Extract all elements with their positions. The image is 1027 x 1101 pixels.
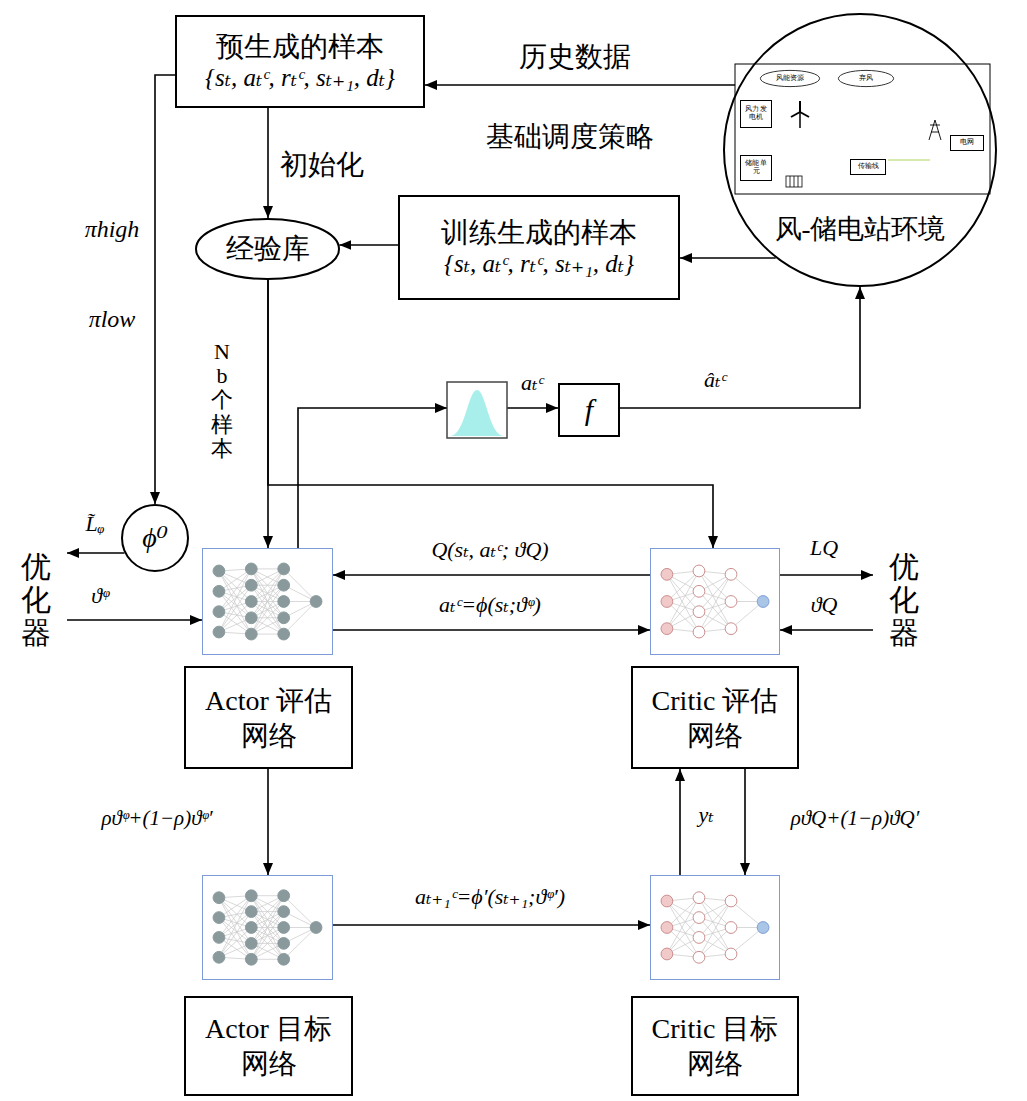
edge-label: Q(sₜ, aₜᶜ; ϑQ) [429, 537, 550, 562]
network-icon [651, 876, 779, 979]
node-label: 风能资源 [776, 75, 804, 83]
network-box: Actor 评估网络 [202, 548, 333, 655]
node-label: 电网 [960, 139, 974, 147]
node-label: 传输线 [858, 163, 879, 171]
connector-arrow [425, 84, 739, 86]
connector-arrow [744, 769, 746, 875]
note-label: 基础调度策略 [484, 121, 656, 153]
connector-arrow [267, 108, 269, 218]
node-label: Actor 评估网络 [184, 666, 353, 769]
node-label: 优化器 [889, 550, 919, 649]
sample-box: 预生成的样本{sₜ, aₜᶜ, rₜᶜ, sₜ₊₁, dₜ} [175, 15, 425, 108]
edge-label: âₜᶜ [702, 367, 728, 392]
edge-label: aₜ₊₁ᶜ=ϕ′(sₜ₊₁;ϑᵠ′) [413, 884, 567, 909]
edge-label: ρϑQ+(1−ρ)ϑQ′ [789, 806, 922, 830]
curtail-ellipse: 弃风 [838, 70, 894, 87]
connector-arrow [298, 408, 558, 548]
node-label: Actor 目标网络 [184, 996, 353, 1096]
node-label: 训练生成的样本 [441, 216, 637, 250]
windmill-symbol [791, 101, 809, 128]
sample-box: 训练生成的样本{sₜ, aₜᶜ, rₜᶜ, sₜ₊₁, dₜ} [398, 195, 680, 300]
init-circle: ϕ⁰ [121, 504, 189, 572]
network-box: Critic 目标网络 [650, 875, 780, 980]
edge-label: Nb个样本 [209, 340, 235, 461]
note-label: πhigh [83, 216, 142, 244]
resource-ellipse: 风能资源 [760, 70, 820, 87]
network-icon [203, 876, 332, 979]
connector-arrow [268, 280, 713, 548]
formula-text: {sₜ, aₜᶜ, rₜᶜ, sₜ₊₁, dₜ} [444, 249, 634, 279]
connector-arrow [267, 769, 269, 875]
inset-panel [735, 64, 990, 194]
node-label: 风-储电站环境 [775, 213, 946, 245]
turbine-box: 风力 发电机 [740, 100, 772, 128]
connector-arrow [780, 629, 873, 631]
node-label: 储能 单元 [742, 160, 770, 175]
edge-label: aₜᶜ=ϕ(sₜ;ϑᵠ) [437, 592, 543, 617]
storage-box: 储能 单元 [740, 155, 772, 181]
edge-label: ϑᵠ [89, 583, 111, 608]
node-label: ϕ⁰ [142, 521, 168, 555]
network-icon [651, 549, 779, 654]
node-label: 弃风 [859, 75, 873, 83]
wire-line [888, 160, 930, 161]
edge-label: 初始化 [278, 149, 366, 181]
connector-arrow [333, 924, 650, 926]
connector-arrow [333, 629, 650, 631]
line-box: 传输线 [850, 159, 886, 175]
connector-arrow [333, 574, 650, 576]
grid-box: 电网 [950, 135, 984, 151]
note-label: πlow [87, 306, 138, 334]
connector-arrow [67, 619, 202, 621]
connector-arrow [67, 552, 124, 554]
gaussian-block [435, 382, 507, 438]
optimizer-box: 优化器 [873, 488, 935, 710]
network-box: Critic 评估网络 [650, 548, 780, 655]
function-box: f [558, 383, 620, 437]
connector-arrow [339, 244, 398, 246]
edge-label: LQ [808, 535, 840, 560]
node-label: Critic 评估网络 [631, 666, 799, 769]
node-label: 预生成的样本 [216, 30, 384, 64]
edge-label: L̃ᵩ [84, 511, 107, 536]
node-label: 优化器 [21, 550, 51, 649]
connector-arrow [679, 769, 681, 875]
battery-symbol [786, 176, 802, 187]
edge-label: 历史数据 [517, 41, 633, 73]
formula-text: {sₜ, aₜᶜ, rₜᶜ, sₜ₊₁, dₜ} [205, 63, 395, 93]
node-label: f [585, 392, 593, 428]
node-label: 经验库 [226, 232, 310, 266]
edge-label: ρϑᵠ+(1−ρ)ϑᵠ′ [99, 806, 214, 830]
edge-label: aₜᶜ [519, 370, 545, 395]
connector-arrow [780, 574, 873, 576]
connector-arrow [680, 257, 776, 259]
node-label: 风力 发电机 [742, 106, 770, 121]
network-box: Actor 目标网络 [202, 875, 333, 980]
edge-label: yₜ [696, 802, 715, 827]
connector-arrow [620, 287, 860, 408]
connector-arrow [155, 75, 175, 504]
node-label: Critic 目标网络 [631, 996, 799, 1096]
edge-label: ϑQ [809, 592, 840, 617]
environment-circle: 风-储电站环境 风能资源 弃风风力 发电机储能 单元 传输线 电网 [723, 13, 997, 287]
optimizer-box: 优化器 [5, 488, 67, 710]
replay-ellipse: 经验库 [195, 218, 340, 280]
network-icon [203, 549, 332, 654]
tower-symbol [929, 120, 941, 140]
